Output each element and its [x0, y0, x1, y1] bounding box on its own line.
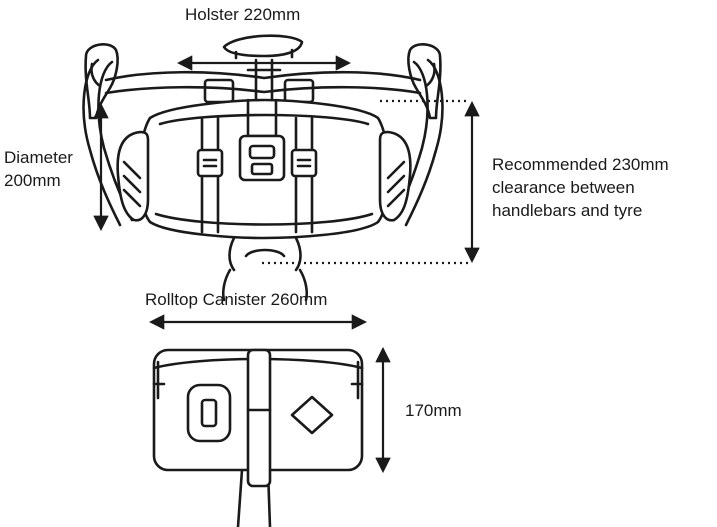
- clearance-dimension: [262, 99, 480, 265]
- handlebar-with-bag-illustration: [82, 34, 444, 302]
- holster-strap-right: [283, 78, 315, 104]
- diameter-label-line-2: 200mm: [4, 171, 61, 190]
- canister-center-strap: [246, 348, 272, 488]
- bag-end-left: [116, 130, 150, 222]
- canister-left-badge: [186, 383, 232, 443]
- fork-right: [298, 268, 309, 302]
- clearance-label-line-2: clearance between: [492, 178, 635, 197]
- right-brake-hood: [407, 43, 442, 120]
- handlebar-top: [104, 70, 422, 82]
- left-brake-hood: [84, 43, 119, 120]
- bag-end-right: [378, 130, 412, 222]
- diameter-label-line-1: Diameter: [4, 148, 73, 167]
- clearance-label-line-3: handlebars and tyre: [492, 201, 643, 220]
- head-tube: [228, 236, 302, 272]
- fork-left: [221, 268, 232, 302]
- diameter-label: Diameter 200mm: [4, 146, 73, 192]
- clearance-label-line-1: Recommended 230mm: [492, 155, 669, 174]
- rolltop-canister-illustration: [152, 348, 364, 527]
- right-drop-bar: [404, 58, 444, 227]
- canister-diamond-logo: [290, 395, 334, 435]
- holster-strap-left: [203, 78, 235, 104]
- holster-label: Holster 220mm: [185, 5, 301, 24]
- height-label: 170mm: [405, 401, 462, 420]
- canister-label: Rolltop Canister 260mm: [145, 290, 328, 309]
- left-drop-bar: [82, 58, 122, 227]
- clearance-label: Recommended 230mm clearance between hand…: [492, 153, 669, 222]
- saddle: [222, 34, 304, 58]
